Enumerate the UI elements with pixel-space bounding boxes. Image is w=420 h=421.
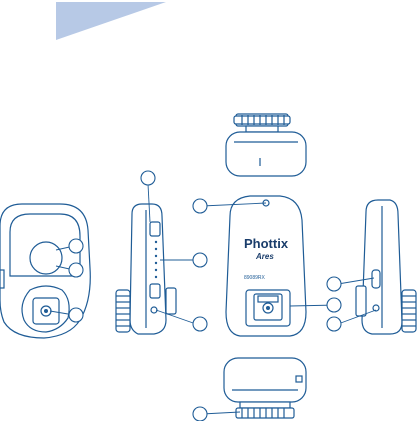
callout-c4	[141, 171, 155, 185]
model-name: Ares	[255, 252, 274, 261]
left-side-view	[116, 204, 176, 334]
callout-c7	[193, 317, 207, 331]
callout-c2	[69, 263, 83, 277]
header-tab	[56, 2, 166, 40]
leader-lines	[50, 184, 376, 414]
front-view: Phottix Ares 89089RX	[226, 196, 306, 336]
callout-c9	[327, 298, 341, 312]
top-view	[226, 114, 306, 176]
callout-c11	[193, 407, 207, 421]
callout-c10	[327, 317, 341, 331]
callout-c5	[193, 199, 207, 213]
callout-c6	[193, 253, 207, 267]
brand-logo: Phottix	[244, 236, 289, 251]
bottom-view	[224, 358, 306, 418]
callout-c8	[327, 277, 341, 291]
callout-c3	[69, 308, 83, 322]
model-number: 89089RX	[244, 275, 266, 281]
callout-c1	[69, 239, 83, 253]
